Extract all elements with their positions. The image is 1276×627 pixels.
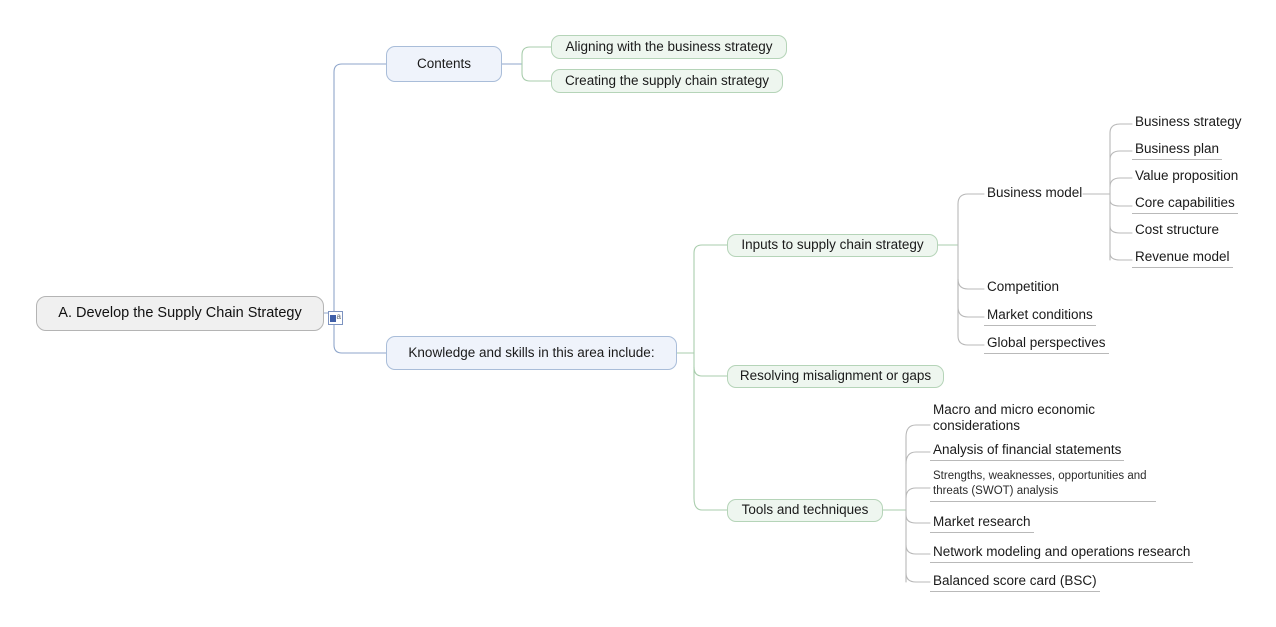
node-tools-and-techniques[interactable]: Tools and techniques	[727, 499, 883, 522]
node-business-model-label: Business model	[987, 185, 1083, 201]
node-tools-and-techniques-label: Tools and techniques	[741, 502, 869, 518]
node-aligning-business-strategy[interactable]: Aligning with the business strategy	[551, 35, 787, 59]
leaf-competition-label: Competition	[987, 278, 1060, 294]
root-node-label: A. Develop the Supply Chain Strategy	[58, 304, 302, 321]
leaf-core-capabilities[interactable]: Core capabilities	[1132, 193, 1238, 214]
leaf-balanced-score-card-label: Balanced score card (BSC)	[933, 572, 1097, 588]
leaf-network-modeling-label: Network modeling and operations research	[933, 543, 1191, 559]
leaf-analysis-financial-statements-label: Analysis of financial statements	[933, 441, 1122, 457]
root-node[interactable]: A. Develop the Supply Chain Strategy	[36, 296, 324, 331]
leaf-competition[interactable]: Competition	[984, 277, 1062, 298]
node-business-model[interactable]: Business model	[984, 183, 1085, 204]
node-creating-supply-chain-strategy[interactable]: Creating the supply chain strategy	[551, 69, 783, 93]
leaf-analysis-financial-statements[interactable]: Analysis of financial statements	[930, 440, 1125, 461]
leaf-core-capabilities-label: Core capabilities	[1135, 194, 1235, 210]
leaf-macro-micro-economic[interactable]: Macro and micro economic considerations	[930, 398, 1112, 437]
leaf-business-plan-label: Business plan	[1135, 140, 1220, 156]
leaf-business-plan[interactable]: Business plan	[1132, 139, 1223, 160]
leaf-business-strategy[interactable]: Business strategy	[1132, 112, 1245, 133]
node-contents-label: Contents	[416, 55, 472, 71]
node-knowledge-and-skills[interactable]: Knowledge and skills in this area includ…	[386, 336, 677, 370]
leaf-revenue-model[interactable]: Revenue model	[1132, 247, 1233, 268]
node-contents[interactable]: Contents	[386, 46, 502, 82]
leaf-cost-structure-label: Cost structure	[1135, 221, 1220, 237]
leaf-macro-micro-economic-label: Macro and micro economic considerations	[933, 402, 1096, 434]
leaf-market-conditions[interactable]: Market conditions	[984, 305, 1096, 326]
node-aligning-business-strategy-label: Aligning with the business strategy	[565, 38, 773, 54]
note-attachment-icon[interactable]: a	[328, 311, 343, 325]
node-resolving-misalignment[interactable]: Resolving misalignment or gaps	[727, 365, 944, 388]
leaf-value-proposition[interactable]: Value proposition	[1132, 166, 1241, 187]
leaf-swot-analysis[interactable]: Strengths, weaknesses, opportunities and…	[930, 468, 1156, 502]
node-creating-supply-chain-strategy-label: Creating the supply chain strategy	[564, 72, 770, 88]
leaf-market-research-label: Market research	[933, 513, 1031, 529]
leaf-balanced-score-card[interactable]: Balanced score card (BSC)	[930, 571, 1100, 592]
node-inputs-to-supply-chain-strategy-label: Inputs to supply chain strategy	[741, 237, 924, 253]
leaf-network-modeling[interactable]: Network modeling and operations research	[930, 542, 1194, 563]
leaf-revenue-model-label: Revenue model	[1135, 248, 1230, 264]
leaf-cost-structure[interactable]: Cost structure	[1132, 220, 1222, 241]
note-icon-page: a	[336, 312, 341, 321]
leaf-global-perspectives-label: Global perspectives	[987, 334, 1106, 350]
leaf-market-conditions-label: Market conditions	[987, 306, 1093, 322]
node-resolving-misalignment-label: Resolving misalignment or gaps	[739, 368, 932, 384]
node-inputs-to-supply-chain-strategy[interactable]: Inputs to supply chain strategy	[727, 234, 938, 257]
note-icon-bar	[330, 315, 336, 322]
leaf-business-strategy-label: Business strategy	[1135, 113, 1242, 129]
leaf-value-proposition-label: Value proposition	[1135, 167, 1239, 183]
leaf-market-research[interactable]: Market research	[930, 512, 1034, 533]
leaf-global-perspectives[interactable]: Global perspectives	[984, 333, 1109, 354]
node-knowledge-and-skills-label: Knowledge and skills in this area includ…	[408, 344, 655, 360]
leaf-swot-analysis-label: Strengths, weaknesses, opportunities and…	[933, 469, 1147, 497]
